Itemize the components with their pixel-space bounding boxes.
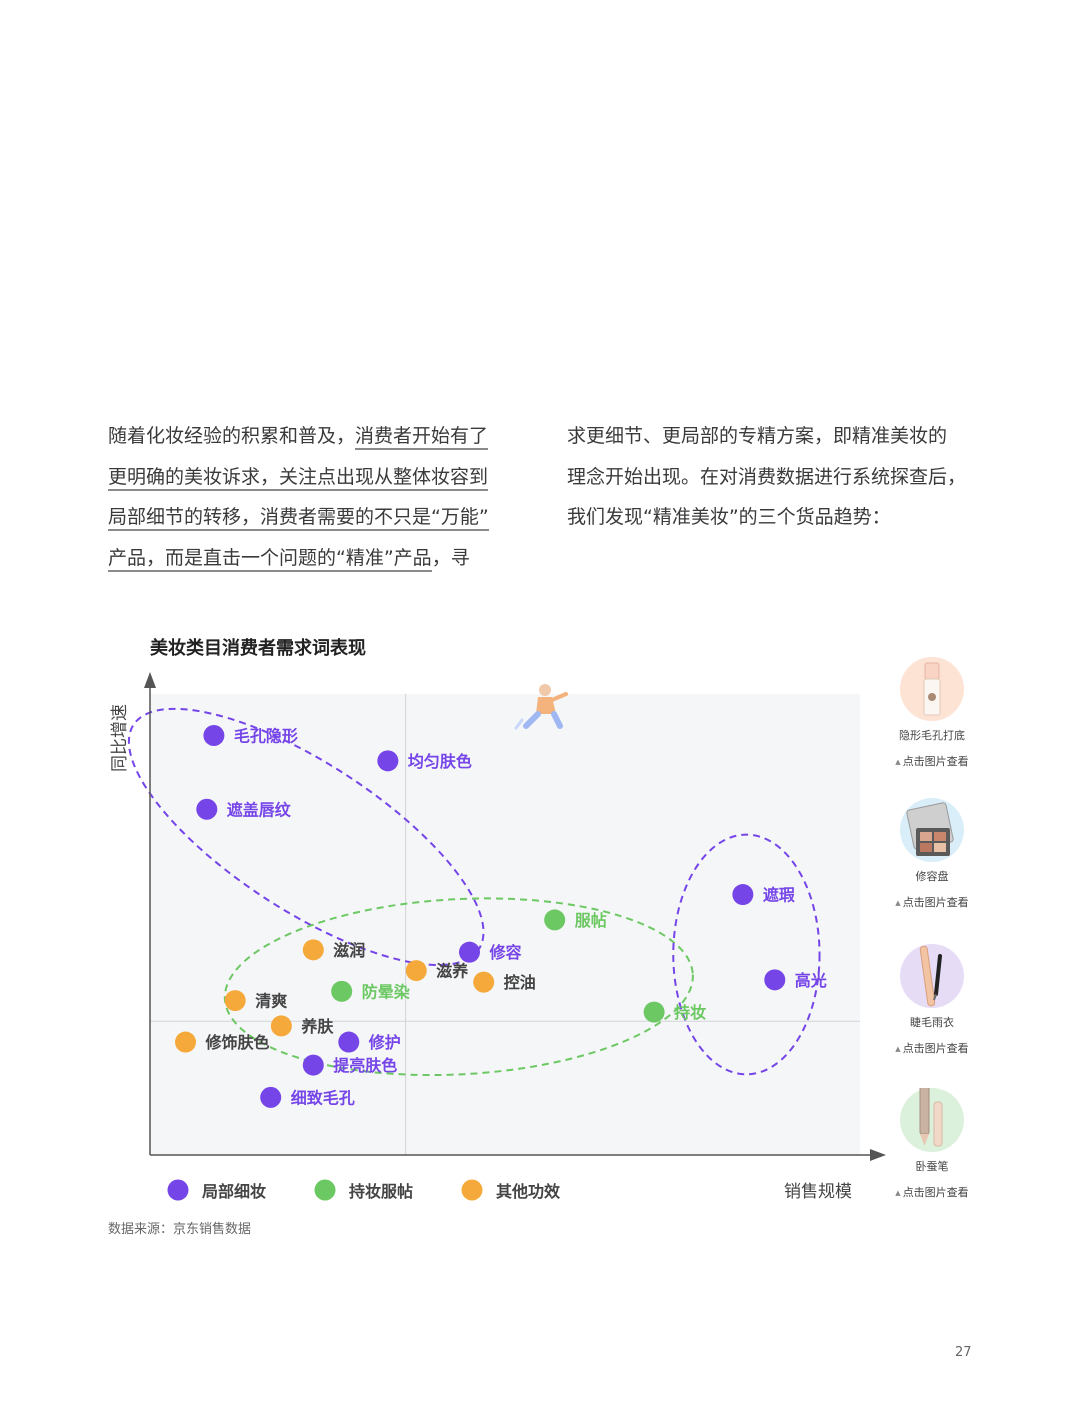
triangle-icon: ▲ [895,758,901,766]
triangle-icon: ▲ [895,1045,901,1053]
para-line: 随着化妆经验的积累和普及，消费者开始有了 [108,416,520,457]
x-axis-arrow-icon [870,1149,886,1161]
chart-title: 美妆类目消费者需求词表现 [150,638,366,659]
data-label: 毛孔隐形 [234,726,298,745]
view-image-link[interactable]: ▲点击图片查看 [895,896,969,909]
data-point [377,750,399,772]
data-point [405,960,427,982]
intro-paragraph-left: 随着化妆经验的积累和普及，消费者开始有了 更明确的美妆诉求，关注点出现从整体妆容… [108,416,520,578]
data-point [203,724,225,746]
data-label: 清爽 [255,992,287,1011]
eye-pencil-icon[interactable] [900,1079,964,1152]
legend-label: 局部细妆 [202,1182,266,1201]
data-point [643,1001,665,1023]
plot-area [150,694,860,1155]
data-point [732,884,754,906]
data-label: 持妆 [674,1003,706,1022]
data-point [302,939,324,961]
runner-figure-icon [514,684,568,730]
data-point [175,1031,196,1053]
legend-label: 其他功效 [496,1182,560,1201]
para-line: 我们发现“精准美妆”的三个货品趋势： [567,506,891,529]
data-label: 修饰肤色 [205,1033,270,1052]
y-axis-arrow-icon [144,672,156,688]
data-point [260,1086,282,1108]
data-point [473,971,495,993]
data-label: 服帖 [575,911,607,930]
data-label: 养肤 [300,1017,334,1036]
page-number: 27 [955,1345,972,1360]
data-label: 滋养 [436,962,469,981]
data-label: 修护 [368,1033,401,1052]
mascara-icon[interactable] [900,944,964,1008]
data-point [270,1015,292,1037]
product-name: 修容盘 [915,870,949,883]
data-point [764,969,786,991]
data-point [196,798,218,820]
view-image-link[interactable]: ▲点击图片查看 [895,755,969,768]
view-image-link[interactable]: ▲点击图片查看 [895,1186,969,1199]
triangle-icon: ▲ [895,1189,901,1197]
data-point [338,1031,360,1053]
para-line: 更明确的美妆诉求，关注点出现从整体妆容到 [108,457,520,498]
y-axis-label: 同比增速 [110,704,130,772]
legend: 局部细妆 持妆服帖 其他功效 [167,1179,560,1201]
para-line: 理念开始出现。在对消费数据进行系统探查后， [567,465,967,488]
data-label: 控油 [504,973,536,992]
primer-stick-icon[interactable] [900,657,964,721]
data-label: 修容 [489,943,522,962]
product-name: 睫毛雨衣 [910,1016,954,1029]
contour-palette-icon[interactable] [900,798,964,862]
quadrant-lines [150,694,860,1155]
data-point [459,941,480,963]
data-point [331,980,353,1002]
data-point [224,990,246,1012]
product-card-mascara[interactable]: 睫毛雨衣 ▲点击图片查看 [884,944,980,1056]
legend-swatch [167,1179,189,1201]
data-label: 遮瑕 [763,886,796,905]
data-point [302,1054,324,1076]
intro-paragraph-right: 求更细节、更局部的专精方案，即精准美妆的 理念开始出现。在对消费数据进行系统探查… [567,416,979,538]
legend-swatch [314,1179,336,1201]
data-label: 遮盖唇纹 [227,800,292,819]
para-line: 产品，而是直击一个问题的“精准”产品，寻 [108,538,520,579]
data-label: 滋润 [333,941,365,960]
para-line: 求更细节、更局部的专精方案，即精准美妆的 [567,425,948,447]
triangle-icon: ▲ [895,899,901,907]
data-label: 防晕染 [362,982,411,1001]
x-axis-label: 销售规模 [784,1182,852,1202]
data-label: 提亮肤色 [333,1056,397,1075]
product-name: 隐形毛孔打底 [899,729,965,742]
legend-swatch [461,1179,483,1201]
data-label: 细致毛孔 [291,1088,355,1107]
product-name: 卧蚕笔 [915,1160,949,1173]
legend-label: 持妆服帖 [349,1182,413,1201]
para-line: 局部细节的转移，消费者需要的不只是“万能” [108,497,520,538]
data-label: 高光 [795,971,827,990]
product-card-eye-pencil[interactable]: 卧蚕笔 ▲点击图片查看 [884,1079,980,1200]
view-image-link[interactable]: ▲点击图片查看 [895,1042,969,1055]
product-card-primer[interactable]: 隐形毛孔打底 ▲点击图片查看 [884,657,980,769]
cluster-ellipse-2 [672,833,821,1076]
data-point [544,909,566,931]
data-source: 数据来源：京东销售数据 [108,1222,252,1237]
product-card-contour[interactable]: 修容盘 ▲点击图片查看 [884,798,980,910]
data-label: 均匀肤色 [408,752,472,771]
